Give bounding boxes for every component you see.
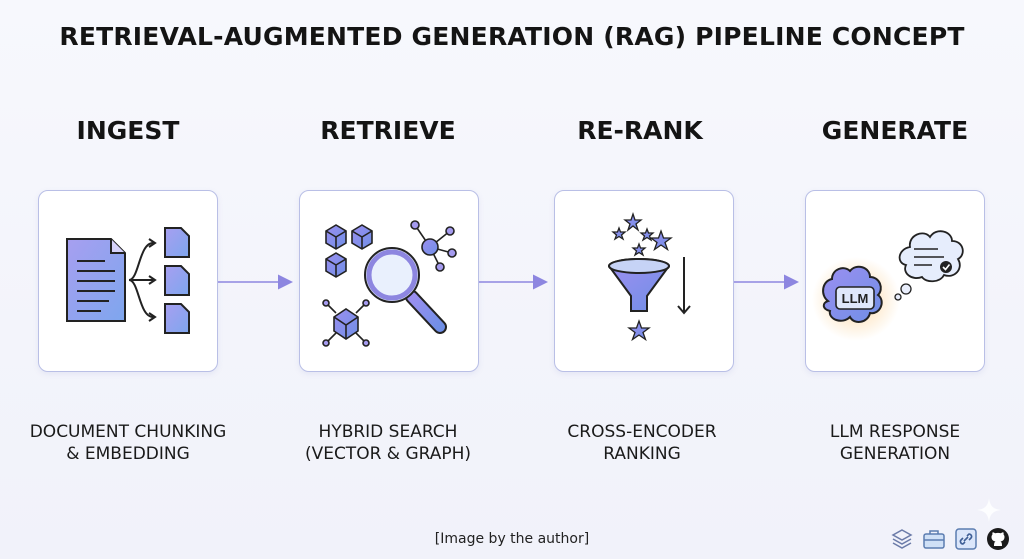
ingest-card <box>38 190 218 372</box>
retrieve-card <box>299 190 479 372</box>
sparkle-icon <box>977 498 1001 522</box>
stars-icon <box>611 211 673 257</box>
cubes-icon <box>325 224 373 278</box>
document-icon <box>66 238 126 322</box>
stage-title-rerank: RE-RANK <box>577 116 703 145</box>
link-icon[interactable] <box>954 527 978 551</box>
stage-desc-retrieve: HYBRID SEARCH(VECTOR & GRAPH) <box>304 422 472 464</box>
thought-cloud-icon <box>894 230 964 301</box>
connector-arrow-2 <box>479 274 548 290</box>
briefcase-icon[interactable] <box>922 527 946 551</box>
funnel-icon <box>608 258 670 312</box>
stage-desc-ingest: DOCUMENT CHUNKING& EMBEDDING <box>29 422 227 464</box>
connector-arrow-3 <box>734 274 799 290</box>
page-title: RETRIEVAL-AUGMENTED GENERATION (RAG) PIP… <box>59 22 965 51</box>
github-icon[interactable] <box>986 527 1010 551</box>
stage-title-generate: GENERATE <box>821 116 969 145</box>
stage-title-ingest: INGEST <box>76 116 180 145</box>
star-output-icon <box>627 319 651 342</box>
llm-label: LLM <box>842 291 869 306</box>
chunk-icons <box>164 227 190 334</box>
stage-title-retrieve: RETRIEVE <box>320 116 456 145</box>
split-arrows-icon <box>128 238 157 322</box>
generate-card: LLM <box>805 190 985 372</box>
rerank-card <box>554 190 734 372</box>
magnifier-icon <box>364 247 447 334</box>
connector-arrow-1 <box>218 274 293 290</box>
vector-cube-icon <box>322 299 370 347</box>
down-arrow-icon <box>677 257 691 315</box>
layers-icon[interactable] <box>890 527 914 551</box>
graph-nodes-icon <box>410 220 457 272</box>
brain-icon: LLM <box>822 265 883 323</box>
image-caption: [Image by the author] <box>434 531 590 547</box>
